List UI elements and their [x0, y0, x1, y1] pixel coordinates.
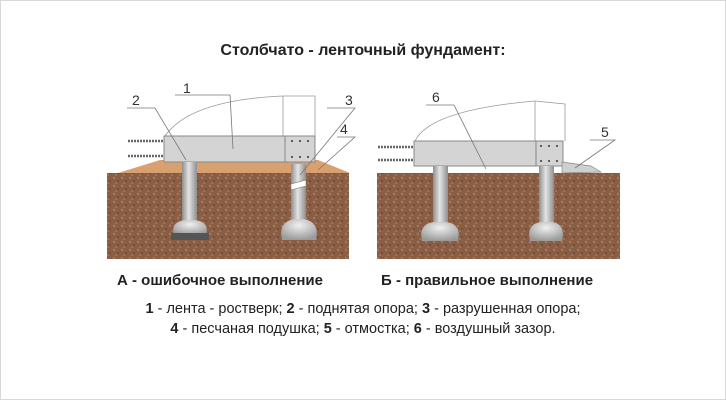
legend-num: 6 [413, 321, 422, 337]
legend-num: 4 [170, 321, 179, 337]
legend-text: - лента - ростверк; [153, 301, 287, 317]
legend-num: 1 [145, 301, 154, 317]
grillage-beam [163, 135, 286, 163]
rebar-dots [540, 145, 558, 162]
callout-5: 5 [601, 124, 609, 140]
legend-num: 2 [286, 301, 295, 317]
legend-text: - отмостка; [331, 321, 414, 337]
post [433, 166, 448, 224]
post-crack [290, 179, 307, 191]
post-bell [281, 219, 317, 240]
variant-a-drawing [107, 95, 350, 259]
rebar-dots [291, 140, 309, 158]
post-bell [421, 222, 459, 241]
legend-text: - поднятая опора; [294, 301, 422, 317]
soil [107, 173, 349, 259]
legend-num: 3 [421, 301, 431, 317]
legend-num: 5 [323, 321, 332, 337]
caption-right: Б - правильное выполнение [381, 272, 594, 289]
callout-3: 3 [345, 92, 353, 108]
post-base-gap [171, 233, 209, 240]
raised-post [182, 162, 197, 222]
callout-2: 2 [132, 92, 140, 108]
grillage-beam [413, 140, 537, 167]
blind-area [561, 161, 603, 174]
callout-6: 6 [432, 89, 440, 105]
legend-text: - песчаная подушка; [178, 321, 324, 337]
caption-wrong: А - ошибочное выполнение [117, 272, 323, 289]
beam-section [535, 140, 564, 167]
variant-b-drawing [377, 100, 620, 259]
post-bell [529, 222, 563, 241]
destroyed-post [291, 164, 306, 220]
wall-outline [164, 95, 316, 137]
post-bell [173, 220, 207, 235]
soil [377, 173, 620, 259]
wall-outline [414, 100, 566, 142]
legend-text: - воздушный зазор. [421, 321, 556, 337]
legend-line-2: 4 - песчаная подушка; 5 - отмостка; 6 - … [0, 321, 726, 337]
beam-section [284, 135, 316, 163]
callout-1: 1 [183, 80, 191, 96]
diagram-title: Столбчато - ленточный фундамент: [220, 42, 506, 59]
post [539, 166, 554, 224]
legend-text: - разрушенная опора; [430, 301, 581, 317]
callout-leaders [127, 94, 617, 176]
legend-line-1: 1 - лента - ростверк; 2 - поднятая опора… [0, 301, 726, 317]
callout-4: 4 [340, 121, 348, 137]
